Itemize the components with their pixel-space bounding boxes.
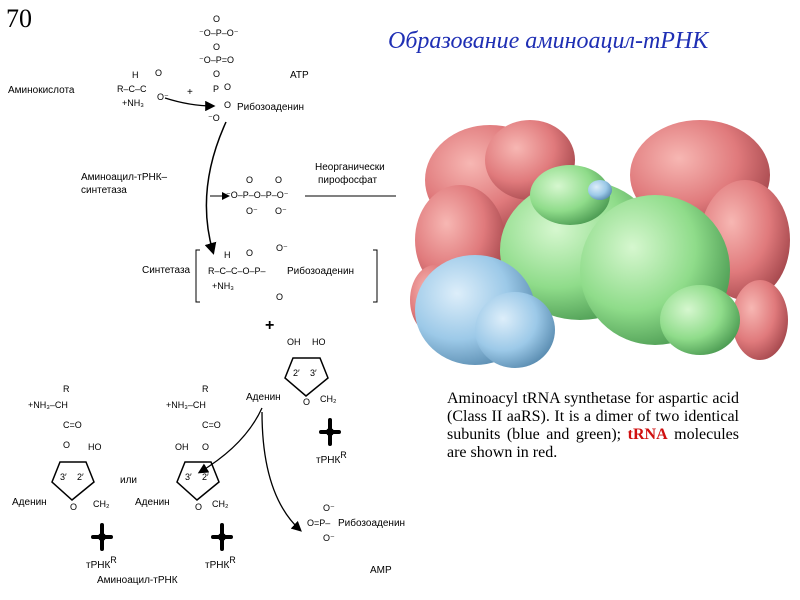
svg-text:R: R bbox=[63, 384, 70, 394]
main-reaction-arrow bbox=[204, 121, 227, 255]
svg-text:O⁻: O⁻ bbox=[323, 503, 335, 513]
svg-text:O: O bbox=[275, 175, 282, 185]
svg-text:C=O: C=O bbox=[63, 420, 82, 430]
complex-ribosoadenine-label: Рибозоаденин bbox=[287, 265, 354, 277]
svg-text:O⁻: O⁻ bbox=[323, 533, 335, 543]
plus-sign-top: + bbox=[187, 87, 193, 98]
svg-text:HO: HO bbox=[312, 337, 326, 347]
svg-text:O: O bbox=[213, 14, 220, 24]
aminoacyl-amp-structure: H O O⁻ R–C–C–O–P– +NH₃ O bbox=[208, 243, 288, 302]
blue-subunit bbox=[415, 180, 612, 368]
svg-text:C=O: C=O bbox=[202, 420, 221, 430]
trna-label-middle: тРНКR bbox=[205, 555, 236, 571]
svg-text:O: O bbox=[246, 175, 253, 185]
adenine-label-middle: Аденин bbox=[135, 497, 170, 508]
svg-text:H: H bbox=[224, 250, 231, 260]
svg-text:O⁻: O⁻ bbox=[275, 206, 287, 216]
svg-text:⁻O–P–O⁻: ⁻O–P–O⁻ bbox=[199, 28, 239, 38]
trna-ribose: OH HO 2′ 3′ O CH₂ bbox=[284, 337, 337, 407]
green-subunit bbox=[500, 165, 740, 355]
plus-sign-middle: + bbox=[265, 317, 274, 334]
adenine-label-left: Аденин bbox=[12, 497, 47, 508]
svg-text:+NH₃–CH: +NH₃–CH bbox=[166, 400, 206, 410]
atp-phosphate-chain: O ⁻O–P–O⁻ O ⁻O–P=O O P O O ⁻O bbox=[199, 14, 239, 123]
svg-text:HO: HO bbox=[88, 442, 102, 452]
svg-text:⁻O–P–O–P–O⁻: ⁻O–P–O–P–O⁻ bbox=[226, 190, 289, 200]
trna-label-right: тРНКR bbox=[316, 450, 347, 466]
protein-structure-image bbox=[410, 120, 790, 368]
svg-text:O: O bbox=[276, 292, 283, 302]
amp-structure: O⁻ O=P– O⁻ bbox=[307, 503, 335, 543]
atp-label: ATP bbox=[290, 70, 309, 81]
svg-text:2′: 2′ bbox=[77, 472, 84, 482]
svg-text:O⁻: O⁻ bbox=[276, 243, 288, 253]
svg-text:R: R bbox=[202, 384, 209, 394]
svg-text:H: H bbox=[132, 70, 139, 80]
svg-text:3′: 3′ bbox=[60, 472, 67, 482]
trna-label-left: тРНКR bbox=[86, 555, 117, 571]
pyrophosphate-label-line1: Неорганически bbox=[315, 162, 385, 173]
aminoacyl-trna-label: Аминоацил-тРНК bbox=[97, 575, 178, 586]
or-label: или bbox=[120, 475, 137, 486]
svg-text:2′: 2′ bbox=[202, 472, 209, 482]
svg-text:OH: OH bbox=[175, 442, 189, 452]
svg-text:O: O bbox=[303, 397, 310, 407]
svg-text:O: O bbox=[213, 42, 220, 52]
svg-text:O: O bbox=[70, 502, 77, 512]
atp-ribosoadenine-label: Рибозоаденин bbox=[237, 101, 304, 113]
svg-text:O: O bbox=[202, 442, 209, 452]
product-arrow-left bbox=[197, 407, 263, 474]
svg-text:+NH₃–CH: +NH₃–CH bbox=[28, 400, 68, 410]
svg-text:O⁻: O⁻ bbox=[157, 92, 169, 102]
enzyme-label-line2: синтетаза bbox=[81, 185, 127, 196]
svg-text:+NH₃: +NH₃ bbox=[212, 281, 234, 291]
svg-text:O: O bbox=[224, 82, 231, 92]
svg-text:R–C–C–O–P–: R–C–C–O–P– bbox=[208, 266, 266, 276]
pyrophosphate-label-line2: пирофосфат bbox=[318, 174, 377, 186]
amp-label: AMP bbox=[370, 565, 392, 576]
svg-text:O: O bbox=[246, 248, 253, 258]
figure-caption: Aminoacyl tRNA synthetase for aspartic a… bbox=[447, 390, 739, 461]
slide-number: 70 bbox=[6, 4, 32, 33]
pyrophosphate-structure: O O ⁻O–P–O–P–O⁻ O⁻ O⁻ bbox=[226, 175, 289, 216]
condensation-arrow bbox=[164, 97, 216, 112]
svg-text:P: P bbox=[213, 84, 219, 94]
svg-text:CH₂: CH₂ bbox=[93, 499, 110, 509]
amino-acid-label: Аминокислота bbox=[8, 85, 75, 96]
amp-ribosoadenine-label: Рибозоаденин bbox=[338, 517, 405, 529]
product-isomer-middle: R +NH₃–CH C=O OH O 3′ 2′ O CH₂ bbox=[166, 384, 229, 512]
enzyme-label-line1: Аминоацил-тРНК– bbox=[81, 172, 168, 183]
synthetase-label: Синтетаза bbox=[142, 265, 191, 276]
svg-text:O⁻: O⁻ bbox=[246, 206, 258, 216]
svg-text:⁻O–P=O: ⁻O–P=O bbox=[199, 55, 234, 65]
svg-text:O: O bbox=[63, 440, 70, 450]
adenine-label-trna: Аденин bbox=[246, 392, 281, 403]
svg-text:O: O bbox=[213, 69, 220, 79]
caption-highlight-trna: tRNA bbox=[627, 426, 668, 443]
svg-text:3′: 3′ bbox=[310, 368, 317, 378]
svg-text:3′: 3′ bbox=[185, 472, 192, 482]
svg-text:CH₂: CH₂ bbox=[212, 499, 229, 509]
svg-text:OH: OH bbox=[287, 337, 301, 347]
product-arrow-amp bbox=[261, 411, 302, 532]
product-isomer-left: R +NH₃–CH C=O O HO 3′ 2′ O CH₂ bbox=[28, 384, 110, 512]
svg-text:O: O bbox=[224, 100, 231, 110]
svg-text:O=P–: O=P– bbox=[307, 518, 330, 528]
svg-text:⁻O: ⁻O bbox=[208, 113, 220, 123]
svg-text:O: O bbox=[155, 68, 162, 78]
svg-text:+NH₃: +NH₃ bbox=[122, 98, 144, 108]
svg-text:O: O bbox=[195, 502, 202, 512]
svg-text:R–C–C: R–C–C bbox=[117, 84, 147, 94]
slide-title: Образование аминоацил-тРНК bbox=[388, 28, 709, 54]
svg-text:2′: 2′ bbox=[293, 368, 300, 378]
amino-acid-structure: H O R–C–C O⁻ +NH₃ bbox=[117, 68, 169, 108]
svg-text:CH₂: CH₂ bbox=[320, 394, 337, 404]
